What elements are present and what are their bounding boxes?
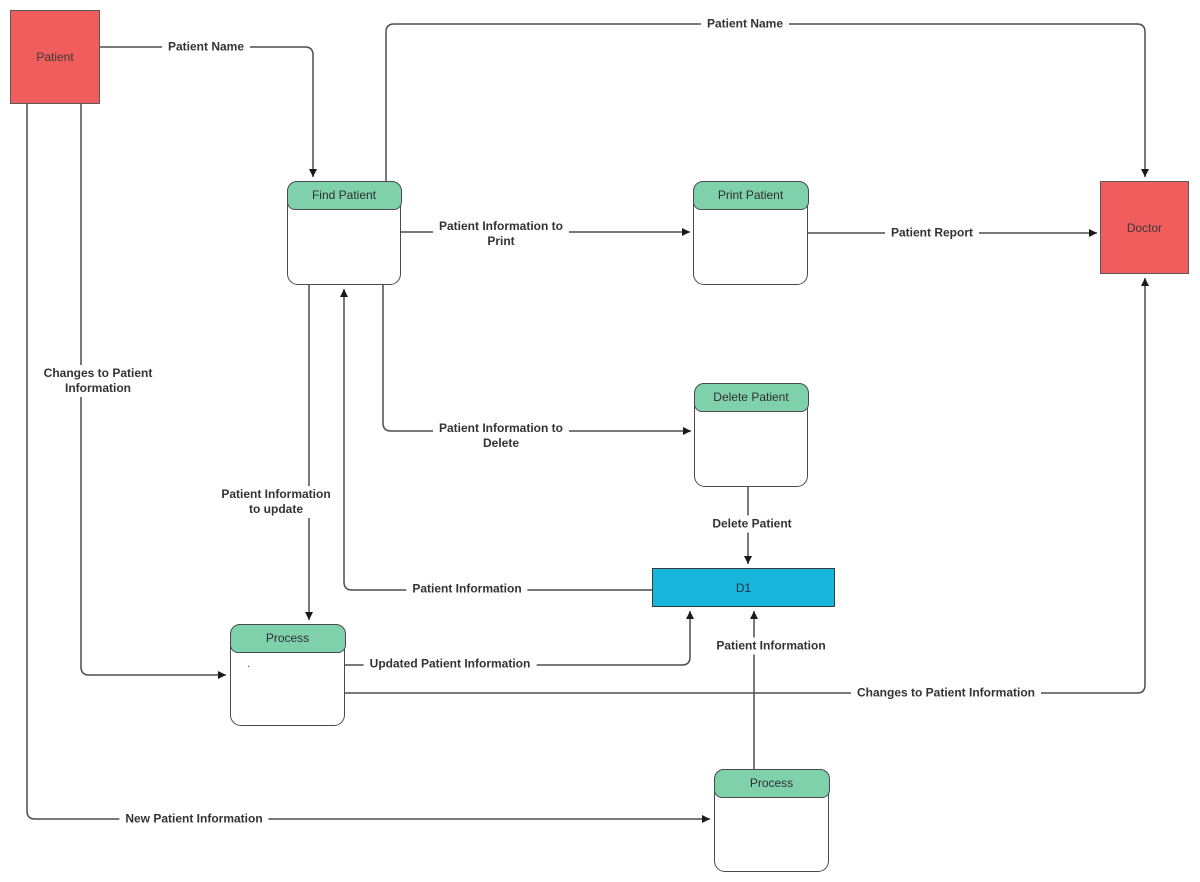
edge-changes-to-process (80, 104, 226, 679)
edge-label-changes-left: Changes to Patient Information (37, 365, 159, 397)
entity-doctor-label: Doctor (1126, 220, 1163, 235)
edge-label-updated-patient-information: Updated Patient Information (363, 655, 537, 673)
entity-doctor: Doctor (1100, 181, 1189, 274)
process-delete-patient: Delete Patient (693, 382, 809, 487)
edge-label-patient-name-left: Patient Name (161, 38, 251, 56)
process-delete-patient-header: Delete Patient (693, 382, 809, 412)
edge-patient-name-to-find-patient (100, 46, 317, 177)
edge-new-patient-info (26, 104, 710, 823)
edge-updated-patient-info-to-d1 (345, 611, 694, 666)
process-delete-patient-label: Delete Patient (713, 390, 789, 404)
edge-label-patient-information-read: Patient Information (406, 580, 528, 598)
process-find-patient-label: Find Patient (311, 188, 377, 202)
process-update-body-text: . (247, 658, 251, 670)
process-update-header: Process (229, 623, 346, 653)
process-print-patient: Print Patient (692, 180, 809, 285)
process-find-patient: Find Patient (286, 180, 402, 285)
edge-label-patient-report: Patient Report (884, 224, 980, 242)
datastore-d1: D1 (652, 568, 835, 607)
edge-label-changes-right: Changes to Patient Information (850, 684, 1042, 702)
edge-patient-name-to-doctor (385, 23, 1149, 181)
edge-changes-to-doctor (345, 278, 1149, 694)
edge-label-new-patient-information: New Patient Information (119, 810, 269, 828)
edge-patient-info-to-delete (382, 285, 691, 435)
entity-patient-label: Patient (36, 50, 74, 64)
edge-label-delete-patient: Delete Patient (706, 515, 798, 533)
edge-label-patient-info-to-update: Patient Information to update (215, 486, 337, 518)
edge-d1-to-find-patient (340, 289, 652, 591)
process-new-header: Process (713, 768, 830, 798)
edge-label-patient-info-to-print: Patient Information to Print (433, 218, 569, 250)
entity-patient: Patient (10, 10, 100, 104)
process-print-patient-header: Print Patient (692, 180, 809, 210)
process-print-patient-label: Print Patient (717, 188, 784, 202)
process-new-label: Process (749, 776, 794, 790)
datastore-d1-label: D1 (735, 580, 752, 595)
edge-label-patient-information-write: Patient Information (710, 637, 832, 655)
process-update-label: Process (265, 631, 310, 645)
process-new: Process (713, 768, 830, 872)
edge-label-patient-name-top: Patient Name (700, 15, 790, 33)
process-find-patient-header: Find Patient (286, 180, 402, 210)
process-update: Process . (229, 623, 346, 726)
edge-label-patient-info-to-delete: Patient Information to Delete (433, 420, 569, 452)
